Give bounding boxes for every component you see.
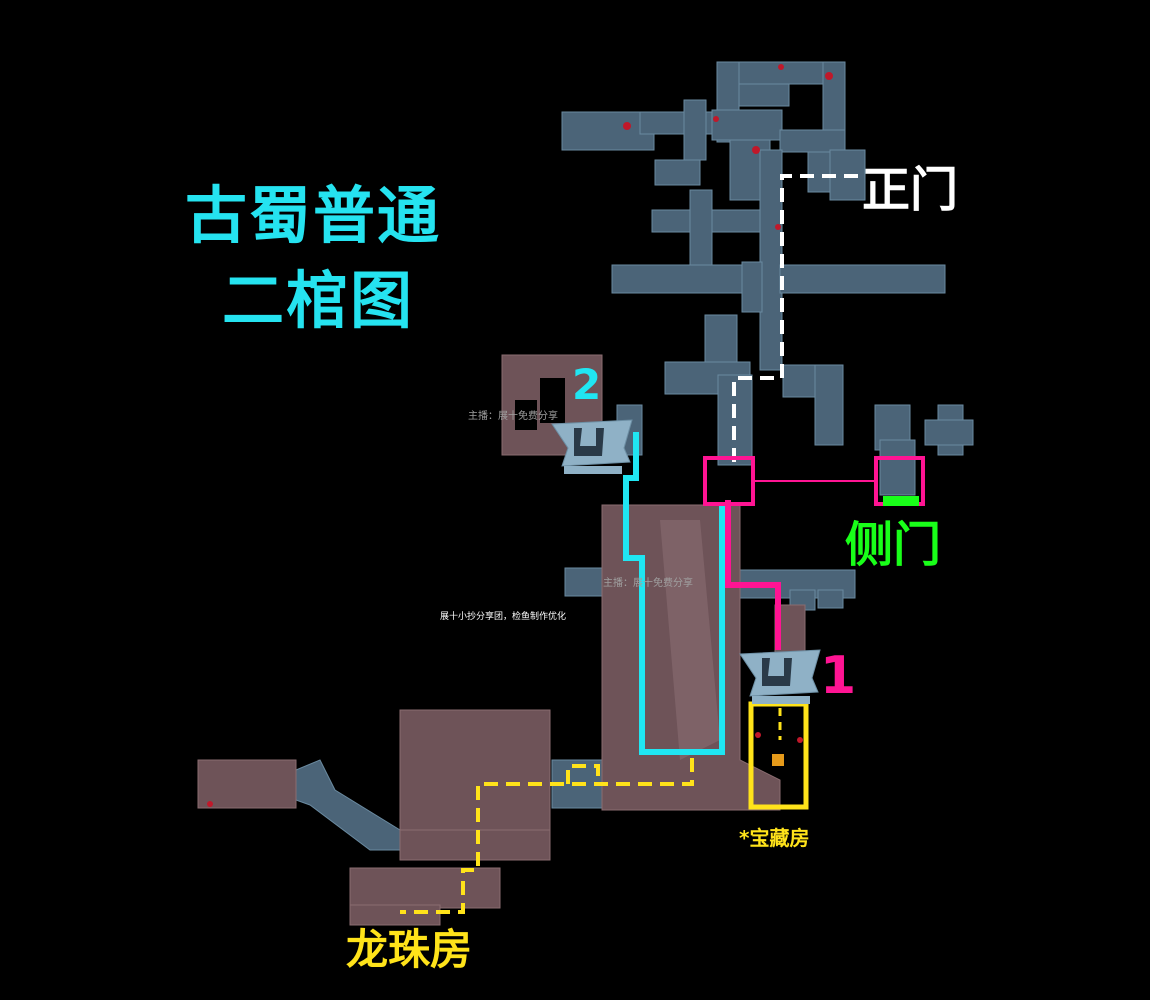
treasure-room-markers — [755, 708, 803, 766]
main-gate-label: 正门 — [862, 162, 959, 218]
red-marker — [207, 801, 213, 807]
watermark-1: 主播：展十免费分享 — [468, 409, 558, 422]
main-gate-route — [732, 174, 858, 470]
coffin-icon — [739, 649, 821, 704]
dragon-pearl-route — [400, 758, 694, 914]
watermark-2: 主播：展十免费分享 — [603, 576, 693, 589]
coffin2-number: 2 — [572, 360, 602, 409]
coffin1-route — [725, 500, 781, 650]
watermark-3: 展十小抄分享团，检鱼制作优化 — [440, 610, 566, 622]
side-gate-label: 侧门 — [845, 517, 942, 573]
map-title-line1: 古蜀普通 — [185, 179, 442, 252]
treasure-room-label: *宝藏房 — [739, 826, 810, 850]
red-markers — [623, 64, 833, 230]
room-void — [515, 400, 537, 430]
map-title-line2: 二棺图 — [222, 264, 415, 337]
corridor-network — [295, 61, 974, 851]
side-gate-marker — [883, 496, 919, 506]
room-blocks — [197, 354, 806, 926]
coffin-icon — [551, 419, 633, 474]
coffin1-number: 1 — [820, 646, 857, 706]
dragon-pearl-room-label: 龙珠房 — [346, 925, 473, 974]
coffin2-route — [623, 432, 725, 755]
room-ramp — [660, 520, 720, 760]
room-void — [540, 378, 565, 423]
